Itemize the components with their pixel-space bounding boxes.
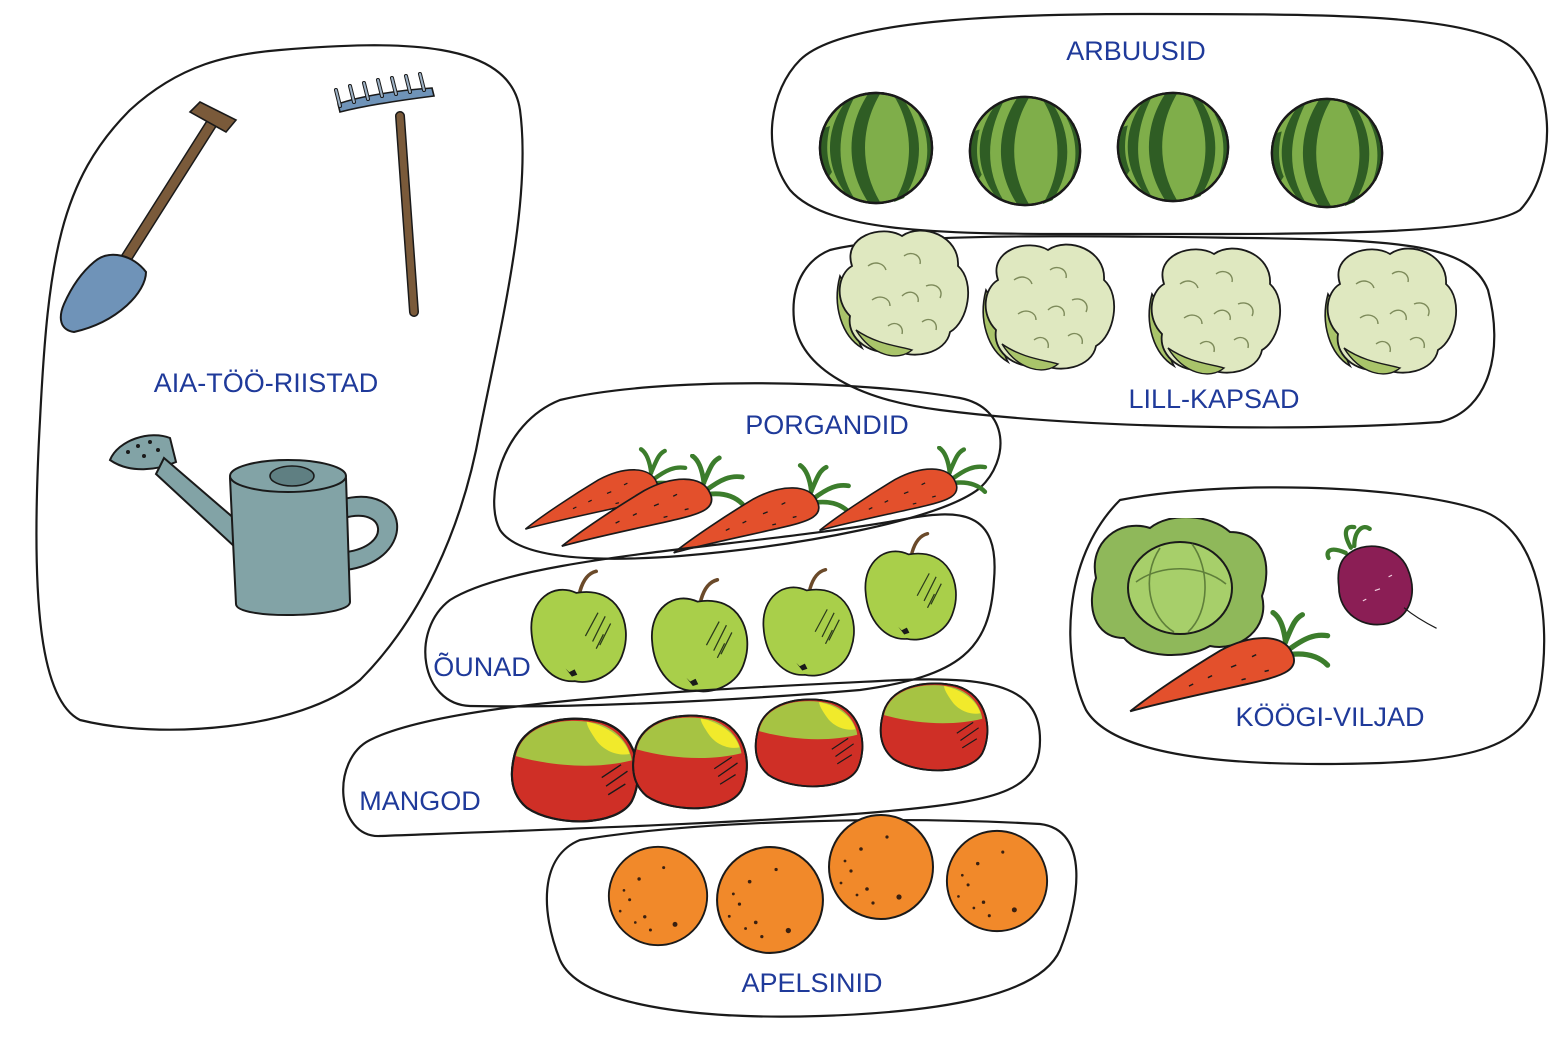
group-tools-label: AIA-TÖÖ-RIISTAD (154, 368, 379, 398)
orange-icon (607, 845, 709, 947)
group-apples-label: ÕUNAD (433, 651, 531, 682)
mango-icon (631, 714, 748, 810)
group-cauliflowers-outline (792, 235, 1496, 429)
group-mangos: MANGOD (342, 678, 1042, 838)
beet-icon (1328, 527, 1437, 628)
watermelon-icon (1116, 91, 1230, 203)
group-cauliflowers-label: LILL-KAPSAD (1128, 384, 1299, 414)
group-watermelons: ARBUUSID (770, 12, 1549, 236)
group-carrots-label: PORGANDID (745, 410, 909, 440)
apple-icon (761, 568, 856, 678)
group-mangos-outline (342, 678, 1042, 838)
apple-icon (529, 569, 628, 684)
group-tools-outline (35, 44, 524, 731)
cauliflower-icon (836, 229, 970, 357)
rake-icon (334, 72, 435, 317)
group-oranges: APELSINID (545, 814, 1078, 1018)
cauliflower-icon (1148, 247, 1282, 375)
group-apples: ÕUNAD (424, 513, 996, 708)
watering-can-icon (108, 434, 398, 617)
mango-icon (754, 698, 864, 788)
watermelon-icon (818, 91, 934, 205)
group-carrots: PORGANDID (493, 382, 1002, 560)
group-oranges-label: APELSINID (741, 968, 882, 998)
watermelon-icon (1270, 97, 1384, 209)
orange-icon (828, 814, 934, 920)
cauliflower-icon (1324, 247, 1458, 375)
group-watermelons-outline (770, 12, 1549, 236)
apple-icon (650, 578, 750, 694)
group-mangos-label: MANGOD (359, 786, 481, 816)
mango-icon (879, 682, 989, 772)
orange-icon (716, 846, 824, 954)
shovel-icon (59, 101, 238, 334)
group-vegetables-label: KÖÖGI-VILJAD (1235, 702, 1424, 732)
group-tools: AIA-TÖÖ-RIISTAD (35, 44, 524, 731)
mango-icon (510, 717, 639, 823)
group-cauliflowers: LILL-KAPSAD (792, 229, 1496, 429)
group-vegetables: KÖÖGI-VILJAD (1069, 486, 1546, 766)
group-vegetables-outline (1069, 486, 1546, 766)
group-watermelons-label: ARBUUSID (1066, 36, 1206, 66)
group-apples-outline (424, 513, 996, 708)
orange-icon (945, 829, 1049, 933)
carrot-icon (820, 448, 985, 531)
apple-icon (863, 532, 958, 642)
cauliflower-icon (982, 243, 1116, 371)
watermelon-icon (968, 95, 1082, 207)
cabbage-icon (1090, 518, 1268, 657)
